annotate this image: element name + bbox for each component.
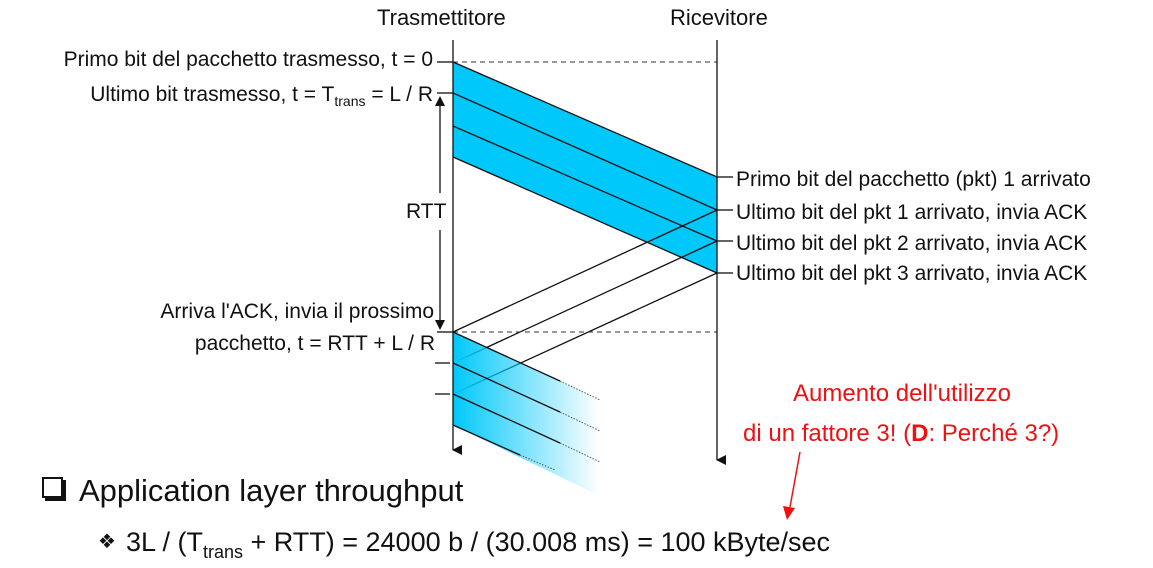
packet-band — [452, 61, 718, 274]
formula-sub: trans — [202, 542, 243, 562]
label-pkt3-last-bit: Ultimo bit del pkt 3 arrivato, invia ACK — [736, 262, 1088, 285]
bullet-formula: ❖ 3L / (Ttrans + RTT) = 24000 b / (30.008… — [98, 526, 830, 568]
label-rtt: RTT — [406, 200, 447, 223]
diamond-bullet-icon: ❖ — [98, 531, 116, 553]
label-ack-arrives-line2: pacchetto, t = RTT + L / R — [194, 332, 435, 355]
formula-prefix: 3L / (T — [125, 527, 203, 557]
annotation-line2-suffix: : Perché 3?) — [928, 420, 1060, 447]
annotation-question-marker: D — [911, 420, 929, 447]
bullet-main: Application layer throughput — [42, 473, 463, 509]
annotation-arrow-head — [783, 506, 795, 520]
label-pkt2-last-bit: Ultimo bit del pkt 2 arrivato, invia ACK — [736, 232, 1088, 255]
label-last-bit-prefix: Ultimo bit trasmesso, t = T — [90, 83, 335, 106]
label-first-bit-sent: Primo bit del pacchetto trasmesso, t = 0 — [63, 48, 433, 71]
next-packets — [452, 331, 601, 496]
bullet-main-text: Application layer throughput — [79, 473, 464, 508]
checkbox-bullet-icon — [42, 477, 63, 498]
label-last-bit-sent: Ultimo bit trasmesso, t = Ttrans = L / R — [90, 83, 433, 113]
label-ack-arrives-line1: Arriva l'ACK, invia il prossimo — [160, 300, 434, 323]
rtt-arrow-down-head — [435, 320, 445, 330]
label-last-bit-suffix: = L / R — [365, 83, 433, 106]
label-pkt1-first-bit: Primo bit del pacchetto (pkt) 1 arrivato — [736, 168, 1091, 191]
label-last-bit-sub: trans — [334, 93, 366, 109]
receiver-header: Ricevitore — [670, 5, 768, 30]
label-pkt1-last-bit: Ultimo bit del pkt 1 arrivato, invia ACK — [736, 201, 1088, 224]
annotation-line2: di un fattore 3! (D: Perché 3?) — [743, 420, 1059, 448]
formula-suffix: + RTT) = 24000 b / (30.008 ms) = 100 kBy… — [243, 527, 831, 557]
annotation-line2-prefix: di un fattore 3! ( — [743, 420, 912, 447]
sender-ticks — [435, 61, 453, 395]
sender-header: Trasmettitore — [377, 5, 506, 30]
rtt-arrow-up-head — [435, 96, 445, 106]
receiver-ticks — [717, 176, 733, 274]
annotation-line1: Aumento dell'utilizzo — [793, 380, 1012, 407]
annotation-arrow — [789, 451, 801, 508]
